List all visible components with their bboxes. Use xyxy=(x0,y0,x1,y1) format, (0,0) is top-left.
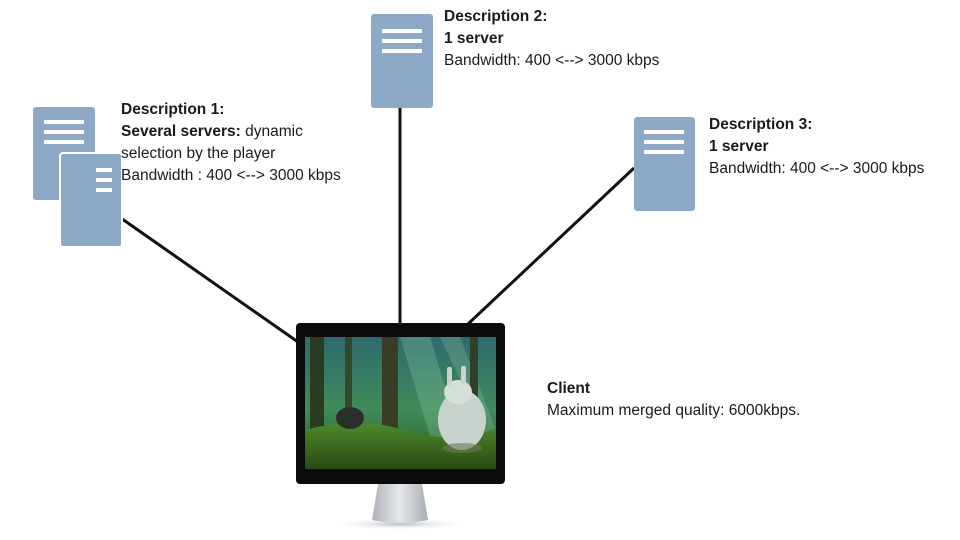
monitor-stand xyxy=(372,484,428,523)
server-icon-front xyxy=(59,152,123,248)
monitor-icon xyxy=(296,323,505,530)
description-1-servers-text: dynamic xyxy=(245,123,303,140)
description-1-servers-label: Several servers: xyxy=(121,123,241,140)
connector-description-1 xyxy=(94,198,299,344)
description-1-servers-text-2: selection by the player xyxy=(121,145,276,162)
description-3-title: Description 3: xyxy=(709,116,813,133)
description-2-bandwidth: Bandwidth: 400 <--> 3000 kbps xyxy=(444,52,660,69)
stacked-server-icon xyxy=(33,107,123,248)
description-3-label: Description 3: 1 server Bandwidth: 400 <… xyxy=(709,114,924,180)
connectors xyxy=(94,108,636,344)
description-3-bandwidth: Bandwidth: 400 <--> 3000 kbps xyxy=(709,160,925,177)
description-2-title: Description 2: xyxy=(444,8,548,25)
client-label: Client Maximum merged quality: 6000kbps. xyxy=(547,378,800,422)
description-1-label: Description 1: Several servers: dynamic … xyxy=(121,99,341,187)
description-2-label: Description 2: 1 server Bandwidth: 400 <… xyxy=(444,6,659,72)
client-quality: Maximum merged quality: 6000kbps. xyxy=(547,402,801,419)
description-3-servers-label: 1 server xyxy=(709,138,769,155)
description-1-bandwidth: Bandwidth : 400 <--> 3000 kbps xyxy=(121,167,341,184)
server-icon-description-3 xyxy=(634,117,695,211)
monitor-shadow xyxy=(328,518,472,530)
client-title: Client xyxy=(547,380,591,397)
server-icon-description-2 xyxy=(371,14,433,108)
monitor-screen-scene xyxy=(305,337,496,469)
connector-description-3 xyxy=(466,166,636,326)
description-1-title: Description 1: xyxy=(121,101,225,118)
description-2-servers-label: 1 server xyxy=(444,30,504,47)
